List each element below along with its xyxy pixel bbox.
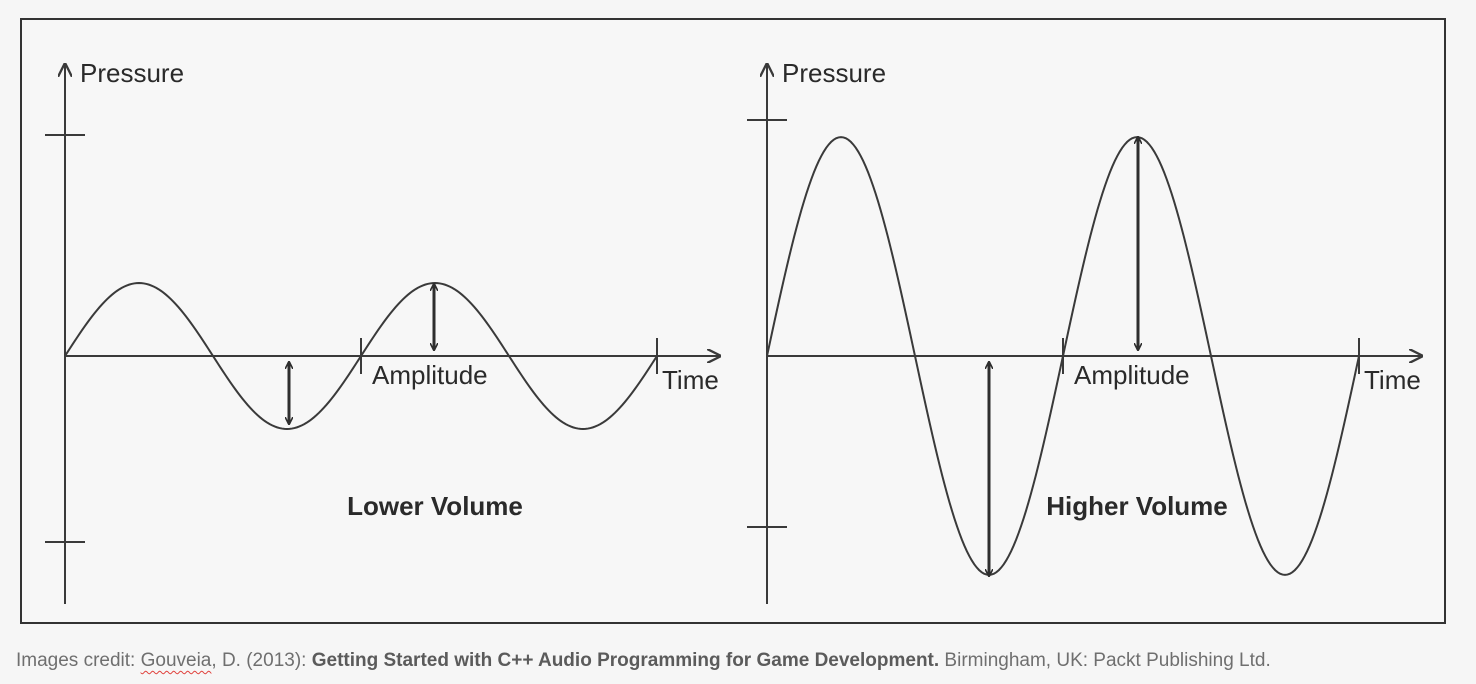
sine-wave xyxy=(64,282,658,430)
diagram-figure: Pressure Time Amplitude Lower Volume Pre… xyxy=(20,18,1446,624)
x-axis-label: Time xyxy=(1364,365,1421,395)
y-axis-label: Pressure xyxy=(782,58,886,88)
caption-author-surname: Gouveia xyxy=(140,650,212,671)
amplitude-label: Amplitude xyxy=(372,360,488,390)
image-credit-caption: Images credit: Gouveia, D. (2013): Getti… xyxy=(16,650,1271,672)
caption-prefix: Images credit: xyxy=(16,650,141,671)
panel-lower-volume: Pressure Time Amplitude Lower Volume xyxy=(45,58,720,604)
y-axis-label: Pressure xyxy=(80,58,184,88)
panel-title: Lower Volume xyxy=(347,491,523,521)
diagram-canvas: Pressure Time Amplitude Lower Volume Pre… xyxy=(45,58,1448,604)
x-axis-label: Time xyxy=(662,365,719,395)
caption-publisher: Birmingham, UK: Packt Publishing Ltd. xyxy=(939,650,1271,671)
panel-higher-volume: Pressure Time Amplitude Higher Volume xyxy=(747,58,1422,604)
panel-title: Higher Volume xyxy=(1046,491,1228,521)
sine-wave xyxy=(766,136,1360,576)
caption-book-title: Getting Started with C++ Audio Programmi… xyxy=(311,650,940,671)
caption-author-rest: , D. (2013): xyxy=(211,650,312,671)
amplitude-label: Amplitude xyxy=(1074,360,1190,390)
